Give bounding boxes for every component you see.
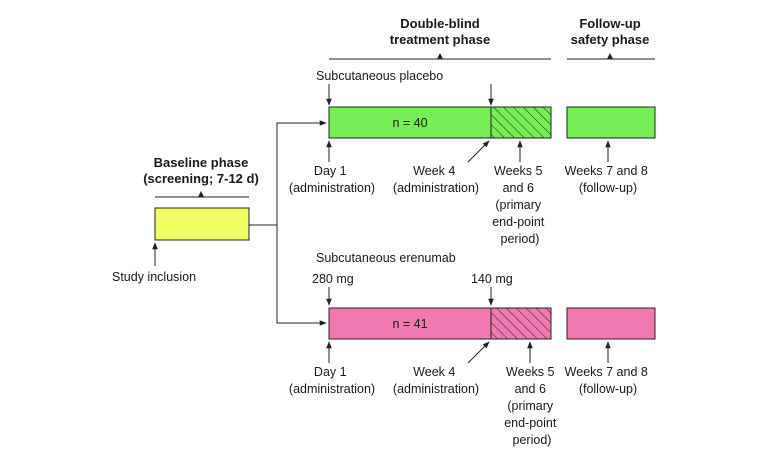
erenumab-dose2-label: 140 mg — [471, 272, 513, 286]
erenumab-treatment-bar — [328, 307, 492, 340]
study-inclusion-label: Study inclusion — [112, 270, 196, 284]
double-blind-phase-header: Double-blind treatment phase — [329, 16, 551, 60]
erenumab-arm-label: Subcutaneous erenumab — [316, 251, 456, 265]
follow-up-title: Follow-up — [579, 16, 640, 31]
placebo-day1-label: Day 1 (administration) — [289, 164, 375, 195]
placebo-week4-label: Week 4 (administration) — [393, 164, 479, 195]
placebo-n-label: n = 40 — [392, 116, 427, 130]
placebo-arm: Subcutaneous placebo n = 40 Day 1 (admin… — [289, 69, 656, 246]
double-blind-bracket-tick — [437, 53, 443, 59]
erenumab-arm: Subcutaneous erenumab 280 mg 140 mg n = … — [289, 251, 656, 447]
follow-up-bracket-tick — [607, 53, 613, 59]
connector-to-erenumab — [276, 225, 327, 326]
placebo-arm-label: Subcutaneous placebo — [316, 69, 443, 83]
erenumab-endpoint-hatch — [490, 307, 552, 340]
erenumab-day1-label: Day 1 (administration) — [289, 365, 375, 396]
connector-to-placebo — [249, 120, 327, 226]
placebo-weeks78-label: Weeks 7 and 8 (follow-up) — [565, 164, 652, 195]
erenumab-follow-up-bar — [566, 307, 656, 340]
erenumab-dose1-label: 280 mg — [312, 272, 354, 286]
follow-up-subtitle: safety phase — [571, 32, 650, 47]
erenumab-n-label: n = 41 — [392, 317, 427, 331]
follow-up-phase-header: Follow-up safety phase — [567, 16, 655, 60]
placebo-follow-up-bar — [566, 106, 656, 139]
baseline-title: Baseline phase — [154, 155, 249, 170]
baseline-box — [154, 207, 250, 241]
placebo-week4-arrow — [467, 140, 490, 163]
placebo-weeks56-label: Weeks 5 and 6 (primary end-point period) — [492, 164, 548, 246]
placebo-endpoint-hatch — [490, 106, 552, 139]
erenumab-weeks78-label: Weeks 7 and 8 (follow-up) — [565, 365, 652, 396]
erenumab-week4-arrow — [467, 341, 490, 364]
double-blind-subtitle: treatment phase — [390, 32, 490, 47]
double-blind-title: Double-blind — [400, 16, 479, 31]
erenumab-weeks56-label: Weeks 5 and 6 (primary end-point period) — [504, 365, 560, 447]
placebo-treatment-bar — [328, 106, 492, 139]
baseline-phase-header: Baseline phase (screening; 7-12 d) — [143, 155, 259, 198]
baseline-subtitle: (screening; 7-12 d) — [143, 171, 259, 186]
erenumab-week4-label: Week 4 (administration) — [393, 365, 479, 396]
baseline-bracket-tick — [198, 191, 204, 197]
